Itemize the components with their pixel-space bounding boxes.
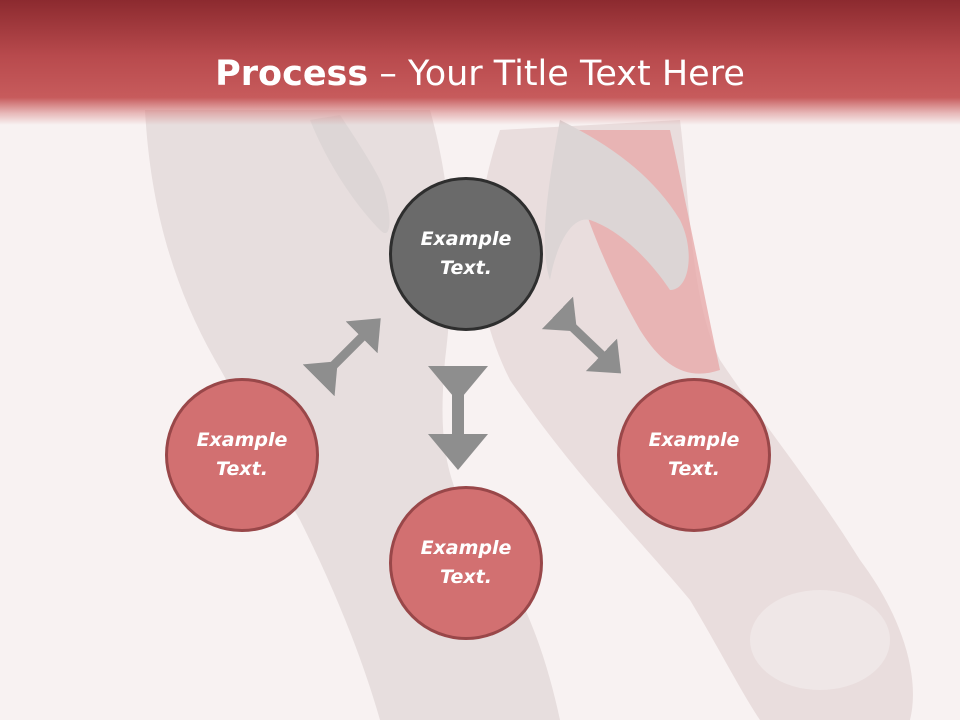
ankle-shape [750, 590, 890, 690]
process-node-bottom[interactable]: Example Text. [389, 486, 543, 640]
hand-left-shape [310, 115, 390, 234]
process-node-left[interactable]: Example Text. [165, 378, 319, 532]
title-rest: – Your Title Text Here [368, 54, 745, 94]
node-label-top: Example Text. [420, 228, 512, 279]
title-banner [0, 0, 960, 125]
right-double-arrow [541, 296, 622, 374]
left-double-arrow [302, 318, 381, 397]
node-label-left: Example Text. [196, 429, 288, 480]
hand-shape [544, 120, 689, 290]
slide-title: Process – Your Title Text Here [0, 52, 960, 96]
node-label-bottom: Example Text. [420, 537, 512, 588]
process-node-right[interactable]: Example Text. [617, 378, 771, 532]
process-node-top[interactable]: Example Text. [389, 177, 543, 331]
node-label-right: Example Text. [648, 429, 740, 480]
title-bold: Process [215, 54, 369, 94]
